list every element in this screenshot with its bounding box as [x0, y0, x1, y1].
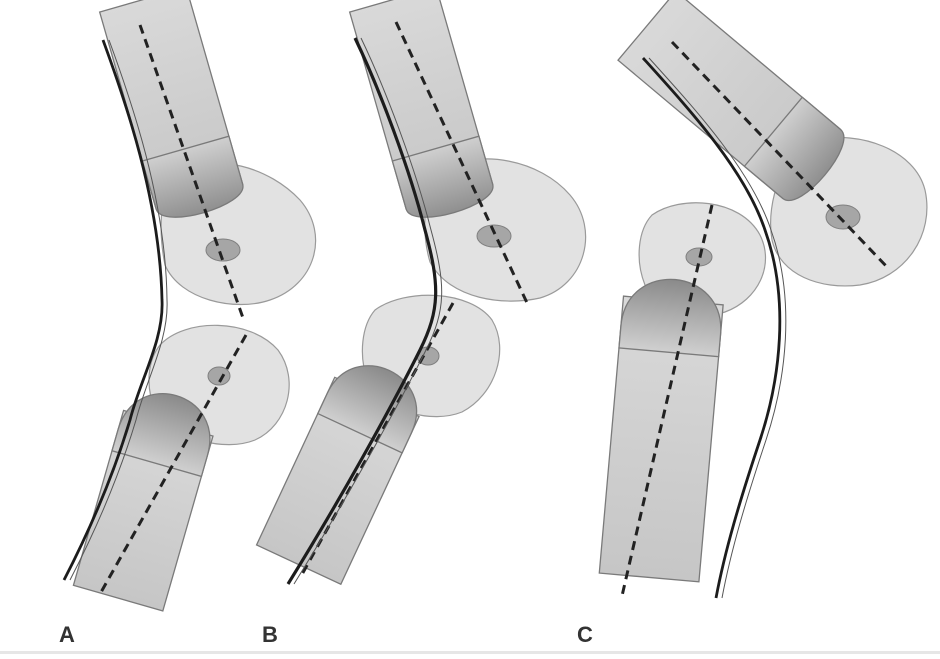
panel-a-upper-center-spot	[205, 238, 241, 262]
panel-a-lower-center-spot	[207, 366, 231, 386]
panel-c-lower-shaft-cap	[618, 278, 722, 358]
panel-a-upper-axis-dashed	[138, 24, 245, 319]
bottom-border	[0, 651, 940, 654]
panel-label-c: C	[577, 622, 593, 647]
panel-label-a: A	[59, 622, 75, 647]
panel-a-lower-axis-dashed	[98, 334, 248, 595]
panel-label-b: B	[262, 622, 278, 647]
panel-b-lower-shaft-cap	[316, 365, 418, 454]
panel-c-contour-line	[641, 57, 782, 599]
panel-c-lower-axis-dashed	[620, 204, 714, 597]
panel-c-diagram	[598, 0, 928, 599]
panel-b-upper-center-spot	[476, 224, 512, 248]
panel-c-upper-shaft-cap	[743, 96, 845, 202]
panel-b-contour-line	[286, 37, 438, 585]
panel-a-contour-line	[62, 39, 164, 581]
panel-a-lower-shaft-cap	[111, 392, 211, 478]
panel-c-upper-center-spot	[825, 204, 861, 230]
panel-b-upper-axis-dashed	[394, 21, 530, 306]
panel-b-diagram	[255, 0, 587, 586]
panel-c-upper-axis-dashed	[670, 40, 890, 270]
panel-a-diagram	[62, 0, 317, 612]
